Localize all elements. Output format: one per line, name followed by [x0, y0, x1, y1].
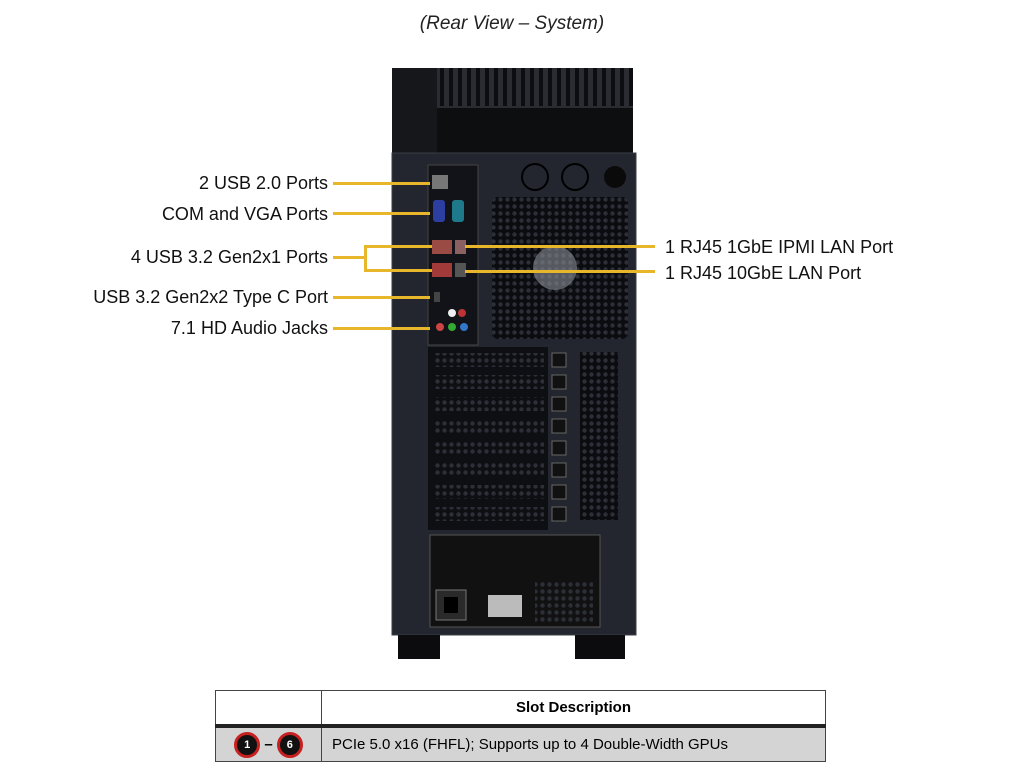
fan-grille [492, 163, 628, 339]
slot-clip [551, 506, 567, 522]
pcie-slots [428, 347, 567, 530]
leader-lines [333, 182, 655, 330]
pcie-slot-cover [434, 397, 544, 411]
pcie-slot-cover [434, 375, 544, 389]
label-usb2: 2 USB 2.0 Ports [198, 173, 328, 193]
slot-badge-start: 1 [234, 731, 261, 758]
pcie-slot-cover [434, 353, 544, 367]
slot-clip [551, 374, 567, 390]
power-supply [429, 534, 601, 628]
slot-badge-end: 6 [276, 731, 303, 758]
pcie-slot-cover [434, 463, 544, 477]
io-panel [427, 164, 479, 346]
pcie-slot-cover [434, 441, 544, 455]
slot-table: Slot Description 1 – 6 PCIe 5.0 x16 (FHF… [215, 690, 826, 762]
slot-description: PCIe 5.0 x16 (FHFL); Supports up to 4 Do… [321, 725, 826, 762]
label-audio: 7.1 HD Audio Jacks [170, 318, 328, 338]
label-10gbe-lan: 1 RJ45 10GbE LAN Port [665, 263, 862, 283]
server-rear-illustration [333, 68, 655, 659]
range-dash: – [264, 735, 273, 753]
slot-table-header: Slot Description [321, 690, 826, 728]
slot-clip [551, 440, 567, 456]
label-usb32-gen2x1: 4 USB 3.2 Gen2x1 Ports [130, 247, 328, 267]
slot-clip [551, 352, 567, 368]
pcie-slot-cover [434, 507, 544, 521]
pcie-slot-cover [434, 419, 544, 433]
pcie-slot-cover [434, 485, 544, 499]
slot-clip [551, 396, 567, 412]
label-ipmi-lan: 1 RJ45 1GbE IPMI LAN Port [665, 237, 894, 257]
slot-clip [551, 462, 567, 478]
label-com-vga: COM and VGA Ports [161, 204, 328, 224]
slot-clip [551, 418, 567, 434]
figure-title: (Rear View – System) [419, 13, 605, 34]
slot-clip [551, 484, 567, 500]
label-usb-type-c: USB 3.2 Gen2x2 Type C Port [93, 287, 328, 307]
